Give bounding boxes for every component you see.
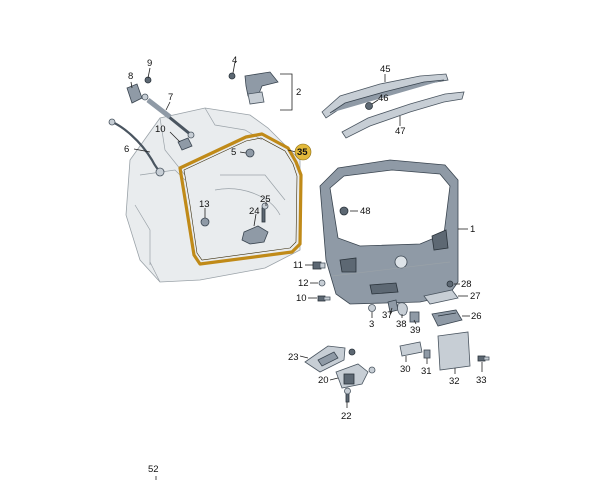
- callout-31: 31: [421, 366, 432, 377]
- callout-28: 28: [461, 279, 472, 290]
- fastener-11: [312, 261, 326, 270]
- callout-9: 9: [147, 58, 152, 69]
- callout-8: 8: [128, 71, 133, 82]
- hinge-2-4: [228, 71, 279, 105]
- callout-10: 10: [155, 124, 166, 135]
- camera-39: [409, 311, 420, 323]
- callout-35: 35: [297, 147, 308, 158]
- callout-33: 33: [476, 375, 487, 386]
- callout-32: 32: [449, 376, 460, 387]
- callout-1: 1: [470, 224, 475, 235]
- hinge-8: [126, 76, 152, 104]
- callout-20: 20: [318, 375, 329, 386]
- callout-30: 30: [400, 364, 411, 375]
- callout-37: 37: [382, 310, 393, 321]
- callout-5: 5: [231, 147, 236, 158]
- handle-26: [431, 309, 463, 327]
- callout-3: 3: [369, 319, 374, 330]
- screw-46: [365, 102, 373, 110]
- bolt-22: [344, 387, 351, 403]
- callout-45: 45: [380, 64, 391, 75]
- leader-lines: [130, 61, 483, 480]
- plate-32: [437, 331, 471, 371]
- rod-6: [108, 118, 165, 177]
- callout-labels: 9 8 7 4 2 10 6 5 35 45 46 47 13 25 24 48…: [124, 55, 487, 475]
- lock-20: [335, 363, 376, 389]
- callout-52: 52: [148, 464, 159, 475]
- car-latch-part: [241, 202, 269, 245]
- callout-27: 27: [470, 291, 481, 302]
- callout-47: 47: [395, 126, 406, 137]
- callout-10b: 10: [296, 293, 307, 304]
- highlight-badge-35: [294, 143, 312, 161]
- screw-10b: [317, 295, 331, 302]
- callout-12: 12: [298, 278, 309, 289]
- trim-47: [341, 91, 465, 139]
- screw-48: [339, 206, 349, 216]
- callout-13: 13: [199, 199, 210, 210]
- spoiler-45: [321, 73, 449, 119]
- callout-23: 23: [288, 352, 299, 363]
- callout-4: 4: [232, 55, 237, 66]
- tailgate-1: [319, 159, 459, 305]
- callout-25: 25: [260, 194, 271, 205]
- light-27: [423, 289, 459, 305]
- cover-38: [397, 302, 408, 316]
- strut-bracket-10: [177, 137, 193, 151]
- callout-38: 38: [396, 319, 407, 330]
- callout-7: 7: [168, 92, 173, 103]
- tailgate-seal: [178, 132, 303, 266]
- bump-stop-5: [245, 148, 255, 158]
- callout-22: 22: [341, 411, 352, 422]
- latch-23: [304, 345, 356, 373]
- cap-12: [318, 279, 326, 287]
- callout-46: 46: [378, 93, 389, 104]
- callout-39: 39: [410, 325, 421, 336]
- pin-31: [423, 349, 431, 359]
- callout-24: 24: [249, 206, 260, 217]
- bolt-3: [368, 304, 376, 312]
- callout-2: 2: [296, 87, 301, 98]
- clip-28: [446, 280, 454, 288]
- bump-stop-13: [200, 217, 210, 227]
- callout-6: 6: [124, 144, 129, 155]
- callout-48: 48: [360, 206, 371, 217]
- callout-11: 11: [293, 260, 303, 271]
- plate-30: [399, 341, 423, 357]
- screw-33: [477, 355, 490, 362]
- callout-26: 26: [471, 311, 482, 322]
